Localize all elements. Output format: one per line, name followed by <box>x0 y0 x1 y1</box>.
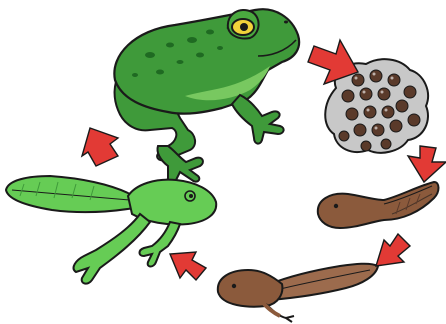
arrow-froglet-to-frog <box>82 128 118 166</box>
tadpole-with-legs-icon <box>218 264 378 322</box>
arrow-tadpole-to-legged-tadpole <box>376 234 410 266</box>
arrow-spawn-to-tadpole <box>408 146 446 182</box>
adult-frog-icon <box>114 9 299 183</box>
tadpole-icon <box>318 182 439 228</box>
arrow-legged-tadpole-to-froglet <box>170 252 206 280</box>
